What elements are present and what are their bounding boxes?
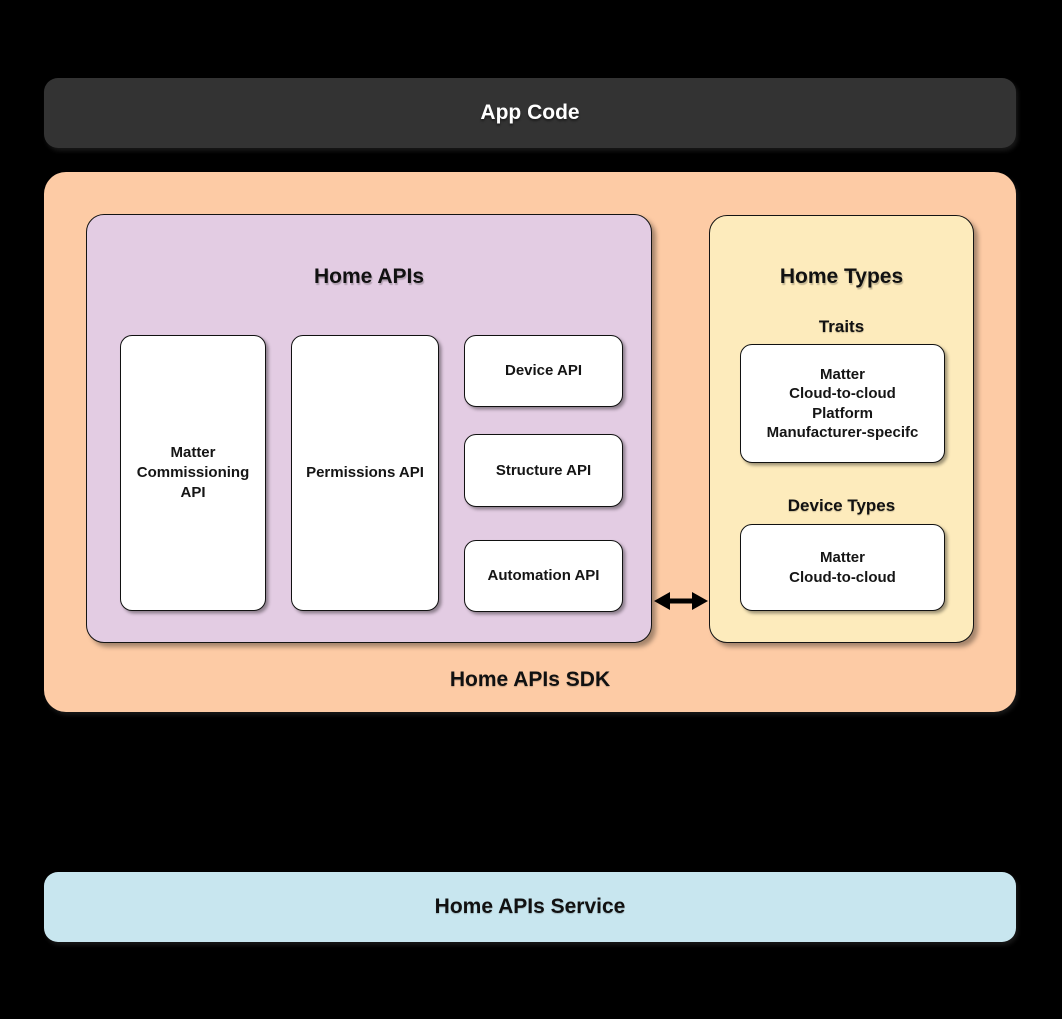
bidirectional-arrow-icon bbox=[654, 592, 708, 610]
device-types-item-cloud-to-cloud: Cloud-to-cloud bbox=[789, 568, 896, 586]
traits-card: Matter Cloud-to-cloud Platform Manufactu… bbox=[740, 344, 945, 463]
structure-api-card: Structure API bbox=[464, 434, 623, 507]
app-code-label: App Code bbox=[480, 101, 580, 124]
home-types-title: Home Types bbox=[779, 265, 904, 288]
traits-item-manufacturer-specific: Manufacturer-specifc bbox=[766, 424, 919, 441]
structure-api-label: Structure API bbox=[495, 461, 592, 479]
permissions-api-label: Permissions API bbox=[306, 464, 424, 481]
matter-commissioning-api-card: Matter Commissioning API bbox=[120, 335, 266, 611]
traits-label: Traits bbox=[818, 317, 865, 336]
home-apis-panel: Home APIs Matter Commissioning API Permi… bbox=[86, 214, 652, 643]
home-apis-title: Home APIs bbox=[313, 265, 425, 288]
app-code-block: App Code bbox=[44, 78, 1016, 148]
automation-api-label: Automation API bbox=[487, 567, 600, 584]
device-types-card: Matter Cloud-to-cloud bbox=[740, 524, 945, 611]
device-types-label: Device Types bbox=[787, 496, 896, 515]
matter-commissioning-line-1: Matter bbox=[170, 444, 216, 461]
device-api-label: Device API bbox=[505, 362, 582, 379]
home-types-panel: Home Types Traits Matter Cloud-to-cloud … bbox=[709, 215, 974, 643]
traits-item-matter: Matter bbox=[819, 365, 865, 383]
device-api-card: Device API bbox=[464, 335, 623, 407]
home-apis-service-label: Home APIs Service bbox=[434, 895, 626, 918]
traits-item-platform: Platform bbox=[812, 404, 873, 422]
matter-commissioning-line-2: Commissioning bbox=[136, 464, 250, 481]
permissions-api-card: Permissions API bbox=[291, 335, 439, 611]
home-apis-sdk-container: Home APIs Matter Commissioning API Permi… bbox=[44, 172, 1016, 712]
device-types-item-matter: Matter bbox=[819, 548, 865, 566]
automation-api-card: Automation API bbox=[464, 540, 623, 612]
matter-commissioning-line-3: API bbox=[180, 484, 206, 501]
traits-item-cloud-to-cloud: Cloud-to-cloud bbox=[789, 385, 896, 402]
home-apis-service-block: Home APIs Service bbox=[44, 872, 1016, 942]
home-apis-sdk-label: Home APIs SDK bbox=[449, 668, 611, 691]
